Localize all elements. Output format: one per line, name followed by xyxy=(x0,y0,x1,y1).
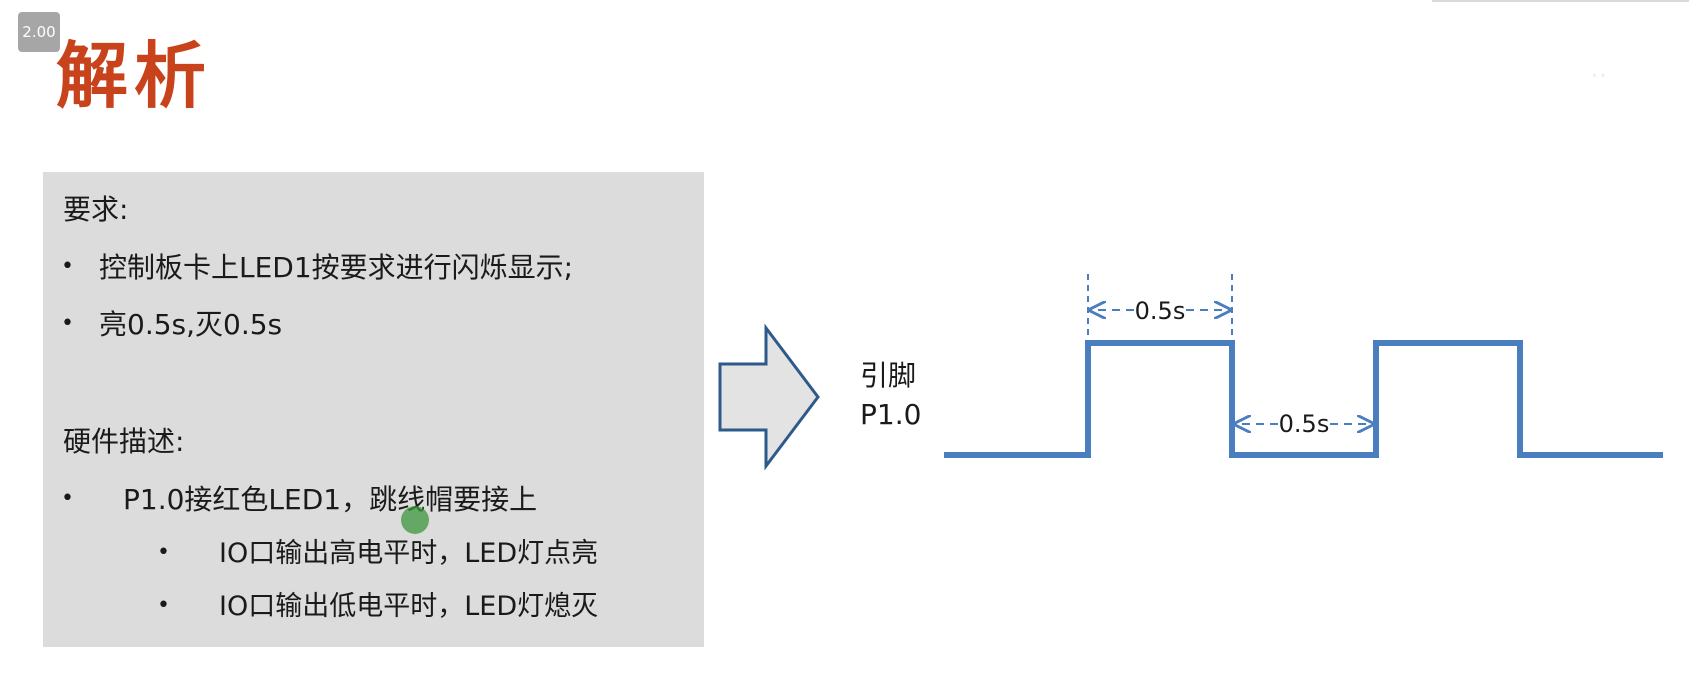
hardware-subitem-1: IO口输出高电平时，LED灯点亮 xyxy=(219,538,599,569)
sub-bullet-icon: • xyxy=(157,540,170,565)
requirement-item-1: 控制板卡上LED1按要求进行闪烁显示; xyxy=(99,251,574,284)
sub-bullet-icon: • xyxy=(157,593,170,618)
high-duration-label: 0.5s xyxy=(1135,297,1186,325)
bullet-icon: • xyxy=(61,486,74,511)
requirement-item-2: 亮0.5s,灭0.5s xyxy=(99,308,283,341)
bullet-icon: • xyxy=(61,311,74,336)
faint-watermark: ‥ xyxy=(1590,54,1608,84)
top-edge-bar xyxy=(1432,0,1689,2)
bullet-icon: • xyxy=(61,254,74,279)
cursor-highlight xyxy=(401,506,429,534)
hardware-heading: 硬件描述: xyxy=(63,425,185,458)
playback-speed-badge[interactable]: 2.00 xyxy=(18,12,60,52)
square-wave-signal xyxy=(944,340,1663,458)
pin-label-line1: 引脚 xyxy=(860,359,916,392)
block-arrow-icon xyxy=(718,323,820,471)
low-duration-label: 0.5s xyxy=(1279,410,1330,438)
hardware-item: P1.0接红色LED1，跳线帽要接上 xyxy=(123,483,538,516)
page-title: 解析 xyxy=(56,33,213,118)
pin-label-line2: P1.0 xyxy=(860,398,921,431)
requirements-heading: 要求: xyxy=(63,193,129,226)
info-panel: 要求: • 控制板卡上LED1按要求进行闪烁显示; • 亮0.5s,灭0.5s … xyxy=(43,172,704,647)
hardware-subitem-2: IO口输出低电平时，LED灯熄灭 xyxy=(219,591,599,622)
